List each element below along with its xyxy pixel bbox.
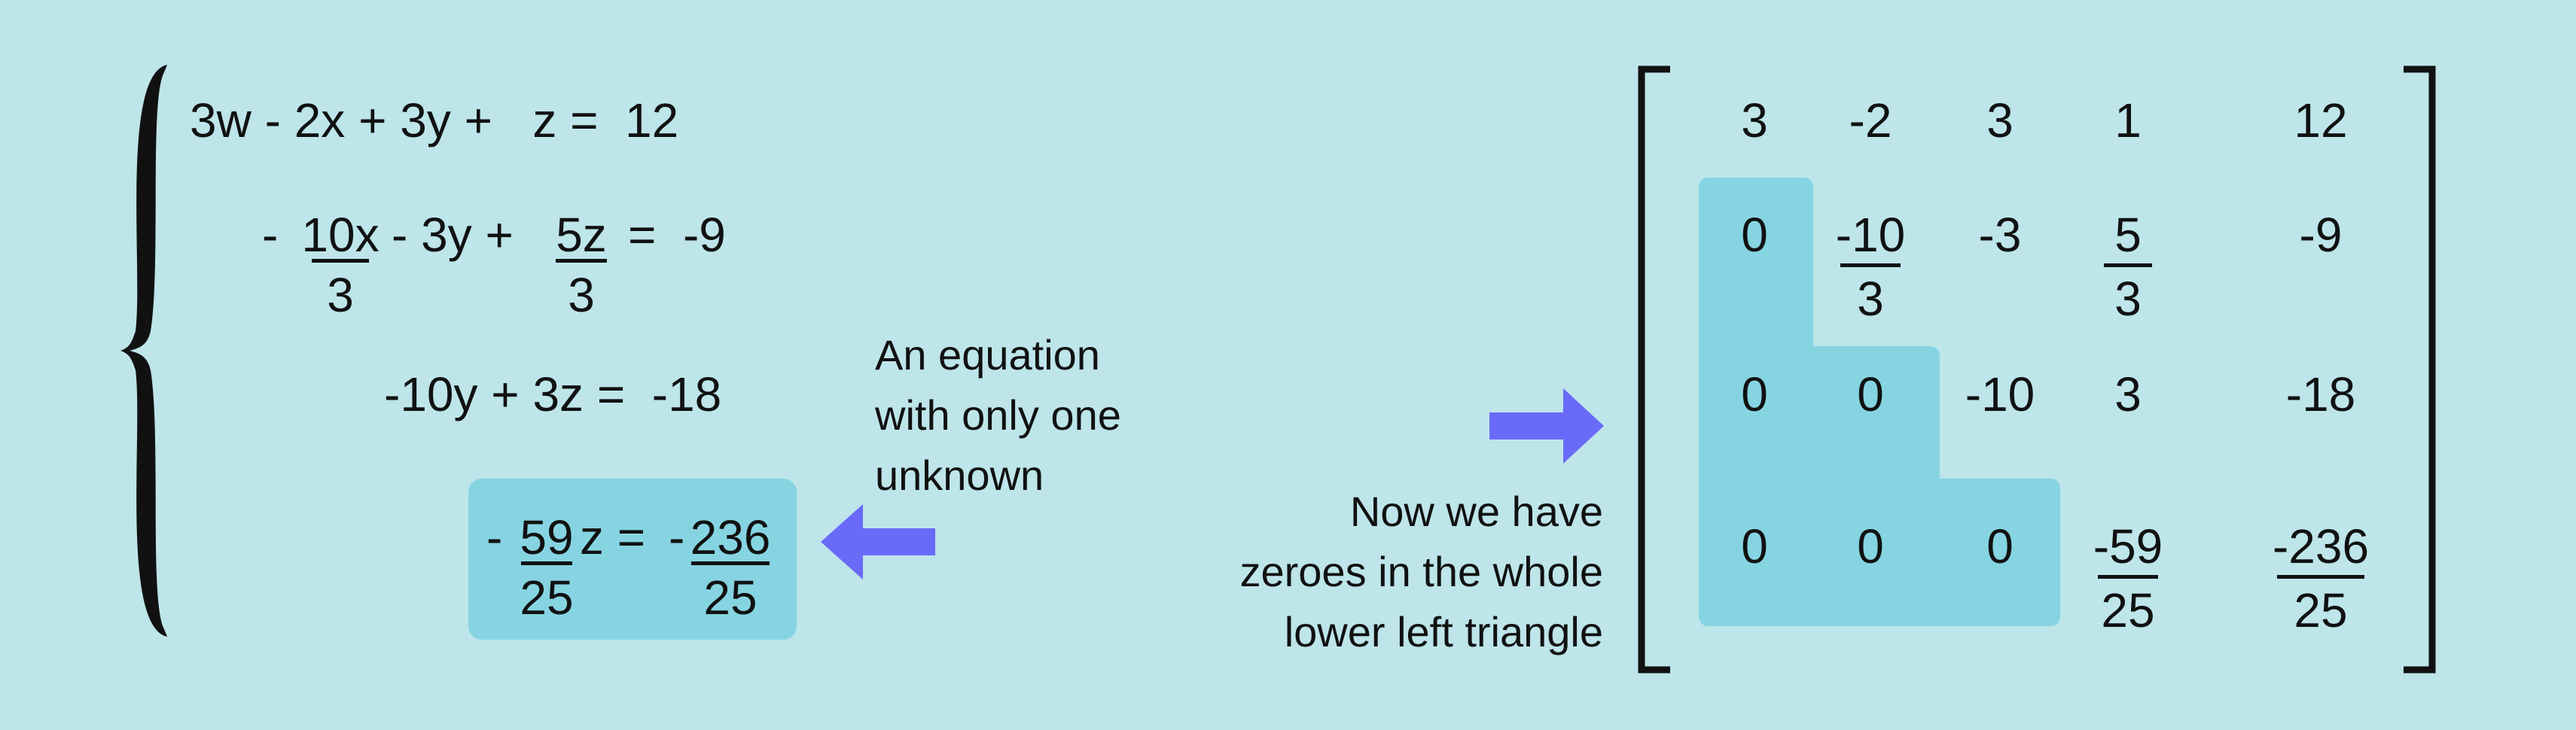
- annotation-one-unknown: An equation with only one unknown: [875, 325, 1121, 506]
- annotation-line: Now we have: [1349, 488, 1603, 535]
- matrix-cell: 12: [2294, 93, 2348, 148]
- matrix-cell: -3: [1978, 208, 2022, 262]
- annotation-line: unknown: [875, 452, 1044, 499]
- fraction-denominator: 25: [2294, 583, 2348, 637]
- matrix-cell: 0: [1741, 208, 1768, 262]
- fraction-bar: [521, 561, 572, 565]
- equation-2-fraction-z: 5z 3: [491, 211, 672, 319]
- left-bracket-icon: [1638, 65, 1670, 674]
- fraction-bar: [2098, 575, 2158, 579]
- equation-4-rhs-minus: -: [669, 510, 685, 564]
- equation-4-variable: z =: [580, 510, 646, 564]
- annotation-line: An equation: [875, 331, 1100, 379]
- matrix-cell: -236 25: [2245, 522, 2396, 634]
- fraction-denominator: 25: [2101, 583, 2155, 637]
- fraction-numerator: 5z: [556, 208, 607, 262]
- matrix-cell: 0: [1741, 519, 1768, 573]
- annotation-line: with only one: [875, 391, 1121, 439]
- matrix-cell: 1: [2114, 93, 2142, 148]
- matrix-cell: 0: [1857, 519, 1884, 573]
- fraction-bar: [1840, 263, 1901, 267]
- equation-2-middle: - 3y +: [392, 208, 514, 262]
- matrix-cell: 3: [2114, 367, 2142, 421]
- fraction-numerator: -236: [2272, 519, 2370, 573]
- right-bracket-icon: [2404, 65, 2436, 674]
- lower-triangle-highlight: [1699, 178, 2060, 626]
- annotation-line: zeroes in the whole: [1239, 548, 1603, 595]
- matrix-cell: -10: [1965, 367, 2035, 421]
- fraction-bar: [2104, 263, 2152, 267]
- matrix-cell: 0: [1986, 519, 2014, 573]
- equation-3: -10y + 3z = -18: [384, 367, 722, 421]
- arrow-left-icon: [821, 504, 935, 579]
- equation-4-minus: -: [486, 510, 503, 564]
- matrix-cell: 0: [1857, 367, 1884, 421]
- matrix-cell: -18: [2285, 367, 2356, 421]
- fraction-numerator: -59: [2093, 519, 2163, 573]
- fraction-bar: [2277, 575, 2364, 579]
- fraction-denominator: 25: [703, 570, 758, 625]
- equation-2-fraction-x: 10x 3: [250, 211, 431, 319]
- fraction-bar: [691, 561, 770, 565]
- single-unknown-highlight: [468, 479, 797, 640]
- equation-2-rhs: = -9: [628, 208, 726, 262]
- fraction-denominator: 3: [568, 268, 595, 322]
- fraction-denominator: 3: [327, 268, 354, 322]
- fraction-numerator: 236: [690, 510, 771, 564]
- fraction-denominator: 3: [1857, 272, 1884, 326]
- annotation-line: lower left triangle: [1284, 608, 1603, 655]
- fraction-bar: [556, 259, 607, 263]
- matrix-cell: 3: [1986, 93, 2014, 148]
- fraction-denominator: 25: [520, 570, 574, 625]
- fraction-bar: [312, 259, 369, 263]
- matrix-cell: -2: [1849, 93, 1892, 148]
- matrix-cell: 3: [1741, 93, 1768, 148]
- fraction-numerator: 5: [2114, 208, 2142, 262]
- fraction-denominator: 3: [2114, 272, 2142, 326]
- matrix-cell: -9: [2299, 208, 2343, 262]
- equation-4-fraction-lhs: 59 25: [456, 513, 637, 622]
- equation-2-minus: -: [262, 208, 279, 262]
- annotation-zeroes: Now we have zeroes in the whole lower le…: [1239, 482, 1603, 662]
- fraction-numerator: -10: [1835, 208, 1906, 262]
- matrix-cell: 0: [1741, 367, 1768, 421]
- equation-1: 3w - 2x + 3y + z = 12: [190, 93, 679, 148]
- left-curly-brace-icon: [120, 65, 167, 637]
- equation-4-fraction-rhs: 236 25: [640, 513, 821, 622]
- fraction-numerator: 59: [520, 510, 574, 564]
- fraction-numerator: 10x: [301, 208, 380, 262]
- arrow-right-icon: [1489, 388, 1604, 464]
